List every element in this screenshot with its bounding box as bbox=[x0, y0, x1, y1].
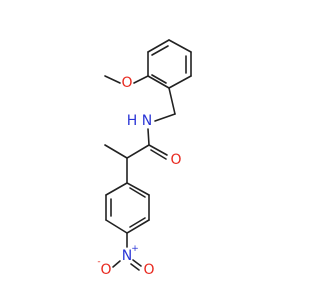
bond bbox=[147, 39, 170, 53]
n-carbonyl-bond bbox=[147, 128, 150, 146]
n-o-double-bond bbox=[132, 259, 142, 267]
bond bbox=[126, 219, 150, 234]
double-bond-inner bbox=[151, 74, 167, 84]
structure-diagram: O H N O N + O - bbox=[97, 39, 192, 278]
nitro-oxygen: O bbox=[143, 262, 154, 278]
amide-hydrogen: H bbox=[127, 113, 138, 129]
bond bbox=[168, 75, 192, 89]
methoxy-oxygen: O bbox=[121, 75, 132, 91]
methoxy-group: O bbox=[104, 75, 149, 91]
methoxyphenyl-ring bbox=[147, 39, 192, 89]
ch2-n-bond bbox=[154, 113, 176, 122]
n-o-double-bond bbox=[130, 263, 140, 271]
bond bbox=[147, 75, 170, 89]
molecule-canvas: O H N O N + O - bbox=[97, 39, 192, 278]
nitro-positive-charge: + bbox=[131, 244, 139, 254]
double-bond-inner bbox=[129, 217, 146, 228]
amide-nitrogen: N bbox=[142, 113, 152, 129]
bond bbox=[104, 75, 121, 84]
bond bbox=[105, 219, 128, 234]
benzyl-ch2-bond bbox=[168, 87, 176, 115]
bond bbox=[105, 182, 128, 196]
double-bond-inner bbox=[129, 187, 146, 198]
n-o-single-bond bbox=[112, 260, 121, 268]
carbonyl-group: O bbox=[148, 144, 182, 168]
methyl-bond bbox=[104, 144, 128, 159]
double-bond-inner bbox=[151, 45, 169, 56]
bond bbox=[133, 75, 149, 84]
nitro-nitrogen: N bbox=[122, 248, 132, 264]
carbonyl-oxygen: O bbox=[170, 152, 181, 168]
bond bbox=[126, 182, 150, 196]
amide-nh: H N bbox=[127, 113, 153, 129]
nitro-oxygen-anion: O bbox=[100, 262, 111, 278]
bond bbox=[168, 39, 192, 53]
nitrophenyl-ring bbox=[105, 182, 150, 234]
alpha-carbon-bond bbox=[126, 144, 150, 159]
carbonyl-bond bbox=[148, 144, 168, 156]
carbonyl-bond-double bbox=[150, 149, 167, 160]
nitro-group: N + O - O bbox=[97, 232, 155, 278]
nitro-negative-charge: - bbox=[97, 257, 100, 267]
